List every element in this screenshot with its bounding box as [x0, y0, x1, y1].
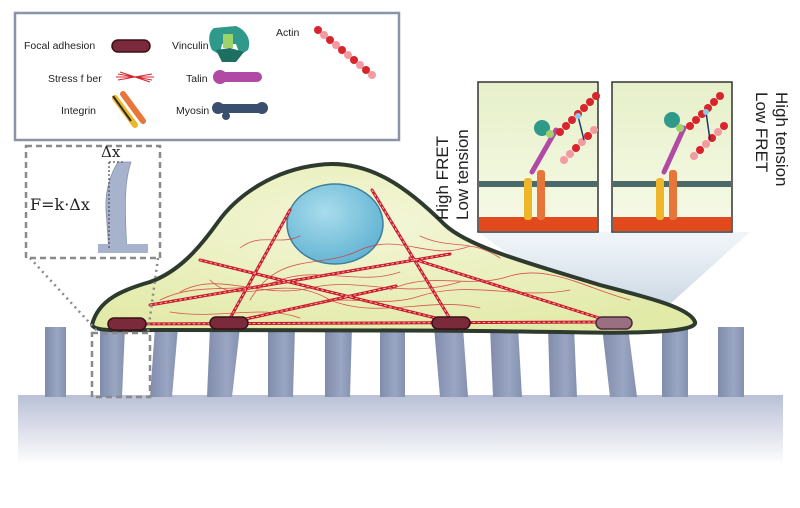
- nucleus: [286, 183, 384, 265]
- substrate-layer: [613, 217, 731, 231]
- force-formula: F=k·Δx: [30, 195, 90, 214]
- focal-adhesion-icon: [111, 39, 151, 53]
- micropillar: [548, 327, 577, 397]
- inset-connectors: [29, 257, 160, 333]
- stress-fiber-icon: [116, 71, 154, 83]
- micropillar: [207, 327, 240, 397]
- talin-icon: [661, 125, 687, 175]
- focal-adhesion: [107, 317, 147, 331]
- fret-right-line1: Low FRET: [752, 92, 771, 172]
- micropillar: [45, 327, 66, 397]
- pillar-inset-frame: [24, 144, 162, 260]
- stress-fibers: [126, 188, 631, 326]
- substrate-layer: [479, 217, 597, 231]
- vinculin-legend-icon: [209, 26, 250, 62]
- fret-right-line2: High tension: [772, 92, 791, 187]
- legend-label-focal-adhesion: Focal adhesion: [24, 40, 95, 52]
- pillar-base: [98, 244, 148, 253]
- micropillar: [602, 327, 637, 397]
- focal-adhesion: [431, 316, 471, 330]
- focal-adhesion: [595, 316, 633, 330]
- micropillar-array: [45, 327, 744, 397]
- micropillar: [325, 327, 352, 397]
- micropillar: [268, 327, 295, 397]
- legend-label-integrin: Integrin: [61, 105, 96, 117]
- fret-label-right: Low FRET High tension: [752, 92, 791, 187]
- integrin-legend-icon: [112, 91, 146, 128]
- legend: Focal adhesion Stress f ber Integrin Vin…: [13, 11, 401, 142]
- legend-label-myosin: Myosin: [176, 105, 209, 117]
- legend-label-vinculin: Vinculin: [172, 40, 209, 52]
- pillar-inset: Δx F=k·Δx: [24, 143, 162, 260]
- integrin-icon: [656, 178, 664, 220]
- talin-legend-icon: [216, 72, 262, 82]
- legend-label-actin: Actin: [276, 27, 300, 39]
- legend-label-stress-fiber: Stress f ber: [48, 73, 102, 85]
- micropillar: [434, 327, 468, 397]
- myosin-legend-icon: [212, 102, 268, 120]
- delta-x-label: Δx: [101, 143, 121, 161]
- fret-panel-left: High FRET Low tension: [433, 81, 600, 233]
- vinculin-icon: [664, 112, 680, 128]
- micropillar: [380, 327, 405, 397]
- fret-label-left: High FRET Low tension: [433, 129, 472, 220]
- actin-legend-icon: [314, 26, 376, 79]
- fret-left-line1: High FRET: [433, 136, 452, 220]
- zoom-cone: [478, 232, 750, 322]
- legend-frame: [13, 11, 401, 142]
- actin-icon: [686, 92, 728, 160]
- micropillar: [662, 327, 688, 397]
- deflected-pillar: [105, 161, 132, 253]
- micropillar: [718, 327, 744, 397]
- fret-left-line2: Low tension: [453, 129, 472, 220]
- actin-icon: [556, 92, 600, 164]
- legend-label-talin: Talin: [186, 73, 208, 85]
- integrin-icon: [524, 178, 532, 220]
- micropillar: [100, 327, 125, 397]
- micropillar: [490, 327, 522, 397]
- vinculin-icon: [534, 120, 550, 136]
- fret-panel-right: Low FRET High tension: [611, 81, 791, 233]
- pillar-highlight-box: [90, 331, 152, 399]
- substrate-base: [18, 395, 783, 465]
- focal-adhesions: [107, 316, 633, 331]
- focal-adhesion: [209, 316, 249, 330]
- micropillar: [150, 327, 178, 397]
